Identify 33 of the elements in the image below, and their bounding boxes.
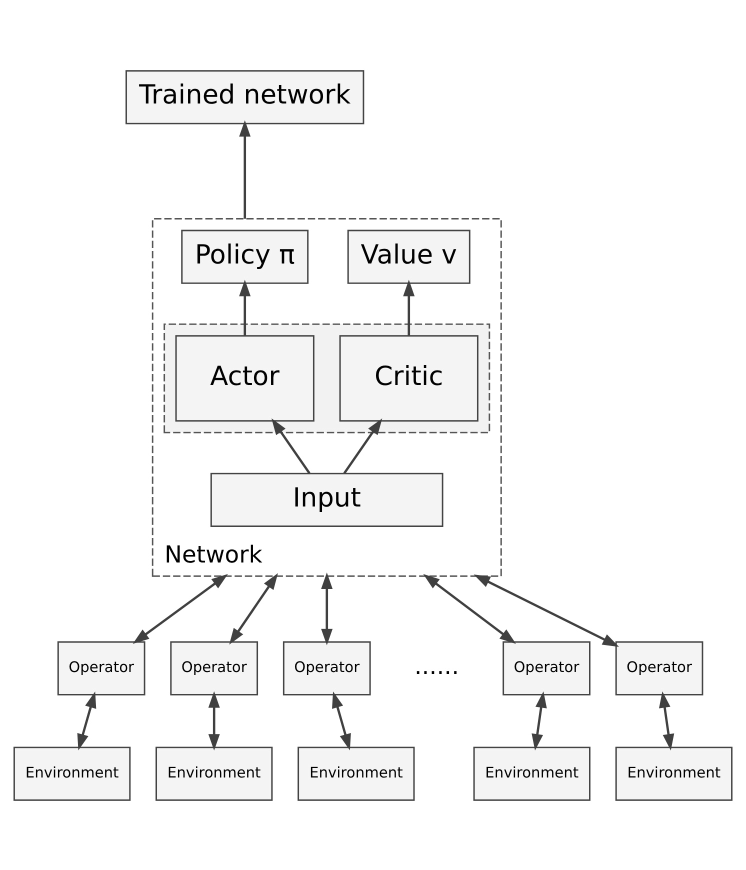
arrow	[321, 572, 333, 645]
node-box: Operator	[57, 640, 146, 695]
arrow	[403, 279, 415, 335]
node-box: Actor	[175, 334, 314, 422]
node-box: Trained network	[126, 70, 364, 124]
arrow	[77, 690, 96, 750]
arrow	[239, 120, 251, 218]
node-box: Environment	[156, 746, 273, 800]
arrow	[343, 418, 382, 474]
node-box: Environment	[298, 746, 415, 800]
node-box: Value v	[347, 229, 470, 284]
node-box: Input	[210, 472, 444, 527]
arrow	[474, 574, 619, 646]
node-box: Operator	[170, 640, 258, 695]
arrow	[532, 690, 547, 750]
arrow	[229, 572, 278, 644]
node-box: Environment	[615, 746, 733, 800]
node-box: Environment	[473, 746, 590, 800]
arrow	[208, 690, 220, 750]
arrow	[423, 573, 516, 644]
cluster	[164, 322, 490, 433]
node-box: Operator	[282, 640, 371, 695]
label: ......	[414, 651, 460, 680]
node-box: Operator	[615, 640, 704, 695]
arrow	[659, 690, 674, 750]
arrow	[272, 418, 310, 474]
node-box: Critic	[339, 334, 478, 422]
node-box: Operator	[502, 640, 590, 695]
arrow	[332, 690, 351, 750]
arrow	[239, 279, 251, 335]
node-box: Policy π	[181, 229, 309, 284]
arrow	[132, 573, 228, 644]
node-box: Environment	[13, 746, 131, 800]
